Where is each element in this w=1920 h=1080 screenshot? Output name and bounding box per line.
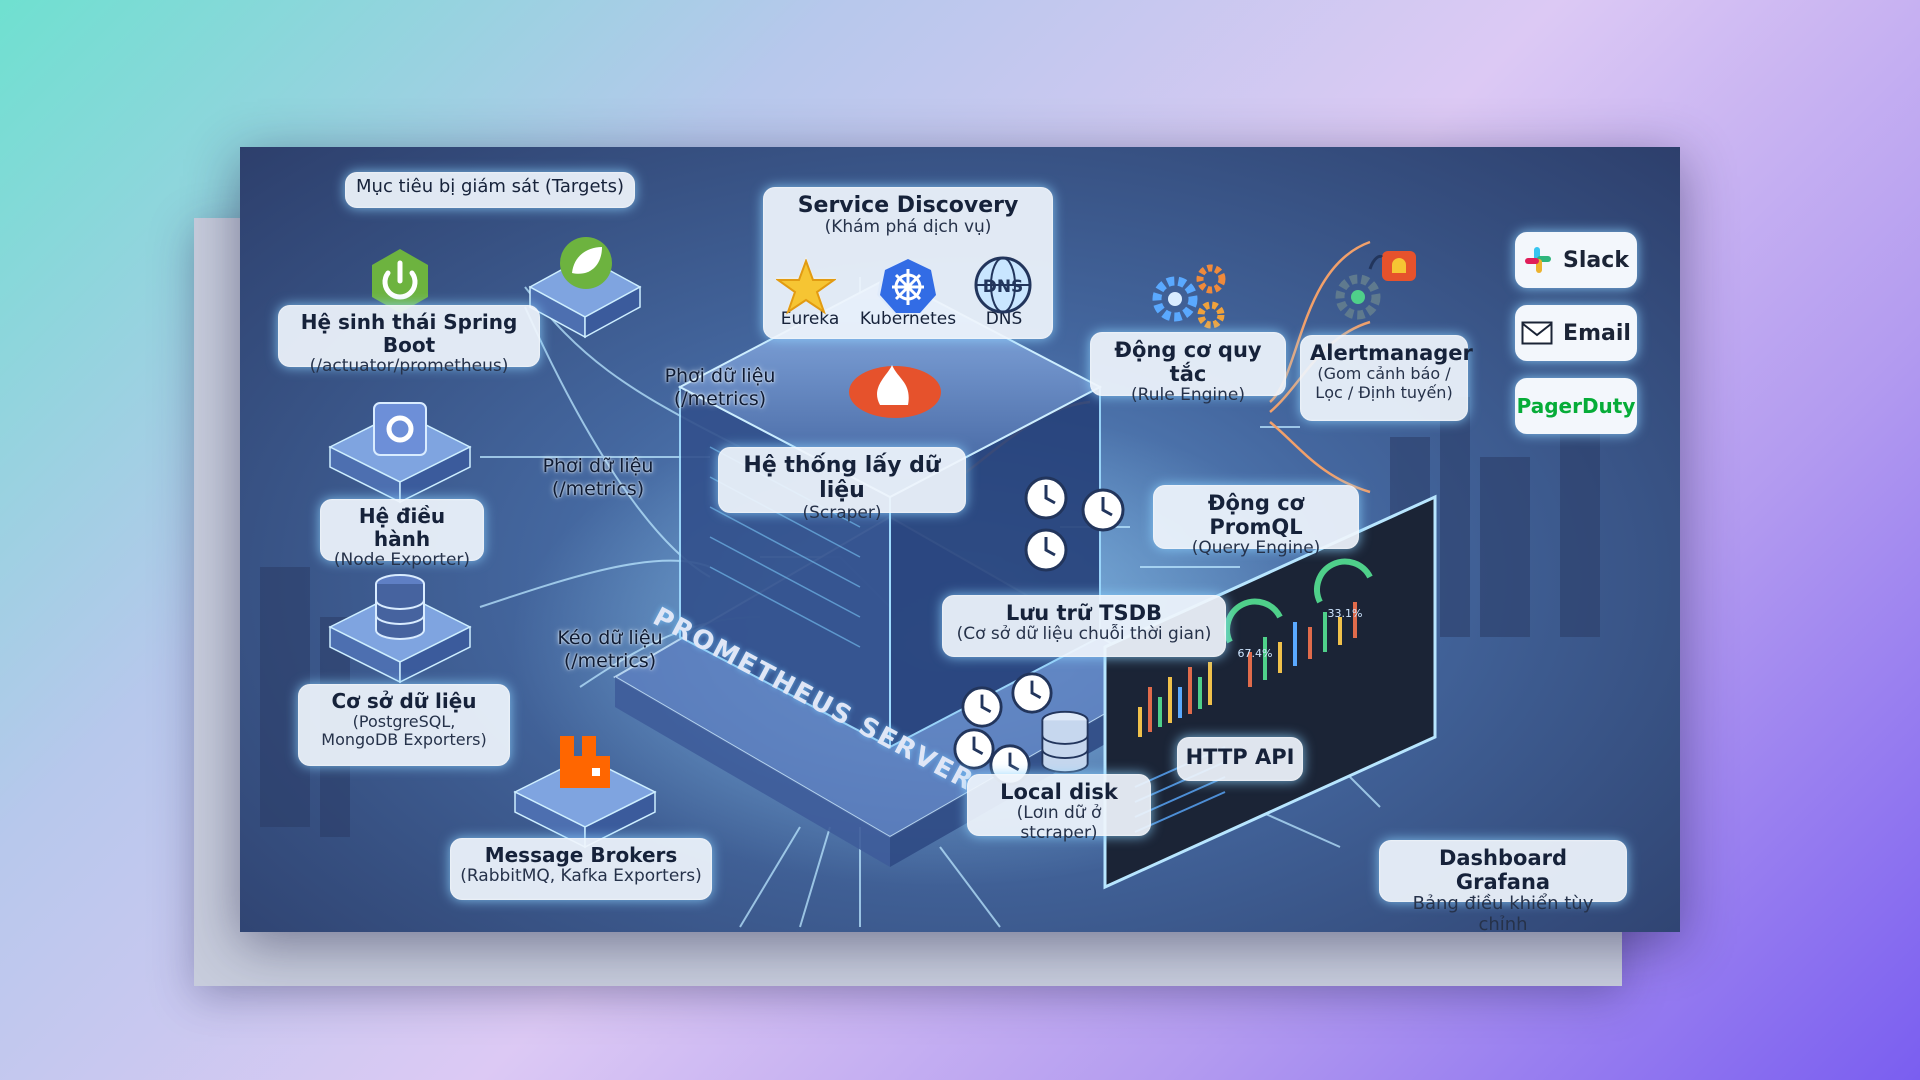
clock-icon [1024, 528, 1068, 572]
scraper-title: Hệ thống lấy dữ liệu [743, 453, 941, 504]
gears-icon [1152, 264, 1226, 329]
sd-item-eureka: Eureka [780, 309, 840, 329]
promql-title: Động cơ PromQL [1207, 491, 1305, 540]
local-disk-subtitle: (Lơın dữ ở stcraper) [1016, 803, 1102, 843]
grafana-gauge-2-value: 33.1% [1327, 607, 1363, 620]
slack-label: Slack [1563, 247, 1629, 273]
edge-expose-1-title: Phơi dữ liệu [664, 365, 776, 387]
os-gear-icon [373, 402, 427, 456]
dns-icon-text: DNS [983, 277, 1024, 297]
grafana-gauge-2: 33.1% [1320, 607, 1370, 620]
pagerduty-receiver[interactable]: PagerDuty [1515, 378, 1637, 434]
message-brokers-node: Message Brokers (RabbitMQ, Kafka Exporte… [450, 838, 712, 900]
grafana-gauge-1: 67.4% [1230, 647, 1280, 660]
local-disk-node: Local disk (Lơın dữ ở stcraper) [967, 774, 1151, 842]
clock-icon [1024, 476, 1068, 520]
database-icon [375, 574, 425, 640]
promql-subtitle: (Query Engine) [1191, 538, 1321, 559]
os-node: Hệ điều hành (Node Exporter) [320, 499, 484, 570]
message-brokers-title: Message Brokers [484, 843, 678, 867]
dns-globe-icon: DNS [974, 256, 1032, 314]
spring-boot-title: Hệ sinh thái Spring Boot [300, 310, 518, 357]
sd-item-dns: DNS [985, 309, 1023, 329]
alertmanager-node: Alertmanager (Gom cảnh báo / Lọc / Định … [1300, 335, 1473, 421]
clock-icon [1011, 672, 1053, 714]
alertmanager-subtitle: (Gom cảnh báo / Lọc / Định tuyến) [1315, 364, 1453, 402]
database-subtitle: (PostgreSQL, MongoDB Exporters) [321, 712, 487, 750]
email-receiver[interactable]: Email [1515, 305, 1637, 361]
clock-icon [961, 686, 1003, 728]
local-disk-title: Local disk [1000, 780, 1118, 804]
bell-icon [1335, 251, 1416, 320]
edge-pull: Kéo dữ liệu (/metrics) [530, 627, 690, 673]
tsdb-title: Lưu trữ TSDB [1005, 601, 1163, 625]
slack-icon [1525, 247, 1552, 273]
grafana-gauge-1-value: 67.4% [1237, 647, 1273, 660]
clock-icon [953, 728, 995, 770]
architecture-diagram: DNS PROMETHEUS SERVER [240, 147, 1680, 932]
service-discovery-subtitle: (Khám phá dịch vụ) [824, 217, 992, 238]
slack-receiver[interactable]: Slack [1515, 232, 1637, 288]
edge-expose-1-subtitle: (/metrics) [673, 387, 767, 410]
connector-lines [260, 240, 1600, 928]
targets-title-text: Mục tiêu bị giám sát (Targets) [356, 176, 624, 197]
rule-engine-title: Động cơ quy tắc [1114, 338, 1262, 387]
os-subtitle: (Node Exporter) [333, 550, 471, 570]
kubernetes-helm-icon [880, 259, 936, 313]
database-node: Cơ sở dữ liệu (PostgreSQL, MongoDB Expor… [298, 684, 510, 766]
rule-engine-subtitle: (Rule Engine) [1131, 385, 1245, 406]
mail-icon [1521, 321, 1553, 345]
message-brokers-subtitle: (RabbitMQ, Kafka Exporters) [460, 866, 702, 886]
pagerduty-label: PagerDuty [1516, 394, 1636, 418]
promql-node: Động cơ PromQL (Query Engine) [1153, 485, 1359, 558]
scraper-subtitle: (Scraper) [802, 502, 882, 523]
sd-item-kubernetes: Kubernetes [859, 309, 957, 329]
spring-boot-node: Hệ sinh thái Spring Boot (/actuator/prom… [278, 305, 540, 376]
alertmanager-title: Alertmanager [1310, 341, 1473, 365]
grafana-node: Dashboard Grafana Bảng điều khiển tùy ch… [1379, 840, 1627, 932]
sd-items: Eureka Kubernetes DNS [763, 309, 1053, 332]
email-label: Email [1563, 320, 1631, 346]
service-discovery-title: Service Discovery [797, 193, 1019, 218]
targets-title: Mục tiêu bị giám sát (Targets) [345, 172, 635, 208]
spring-power-icon [372, 249, 428, 313]
edge-expose-2: Phơi dữ liệu (/metrics) [518, 455, 678, 501]
database-title: Cơ sở dữ liệu [331, 689, 477, 713]
rabbitmq-icon [560, 736, 610, 788]
http-api-label: HTTP API [1185, 745, 1295, 769]
tsdb-node: Lưu trữ TSDB (Cơ sở dữ liệu chuỗi thời g… [942, 595, 1226, 657]
spring-leaf-icon [560, 237, 612, 289]
scraper-node: Hệ thống lấy dữ liệu (Scraper) [718, 447, 966, 522]
http-api-node: HTTP API [1177, 737, 1303, 781]
prometheus-flame-icon [849, 365, 941, 418]
tsdb-subtitle: (Cơ sở dữ liệu chuỗi thời gian) [956, 624, 1212, 645]
target-platforms [328, 256, 657, 849]
rule-engine-node: Động cơ quy tắc (Rule Engine) [1090, 332, 1286, 405]
grafana-subtitle: Bảng điều khiển tùy chỉnh [1412, 893, 1594, 932]
clock-icon [1081, 488, 1125, 532]
star-icon [776, 259, 836, 315]
spring-boot-subtitle: (/actuator/prometheus) [309, 356, 509, 376]
edge-expose-2-title: Phơi dữ liệu [542, 455, 654, 477]
edge-expose-2-subtitle: (/metrics) [551, 477, 645, 500]
edge-pull-subtitle: (/metrics) [563, 649, 657, 672]
os-title: Hệ điều hành [358, 504, 446, 551]
edge-expose-1: Phơi dữ liệu (/metrics) [640, 365, 800, 411]
grafana-title: Dashboard Grafana [1438, 846, 1568, 895]
disk-icon [1041, 710, 1089, 774]
edge-pull-title: Kéo dữ liệu [557, 627, 663, 649]
